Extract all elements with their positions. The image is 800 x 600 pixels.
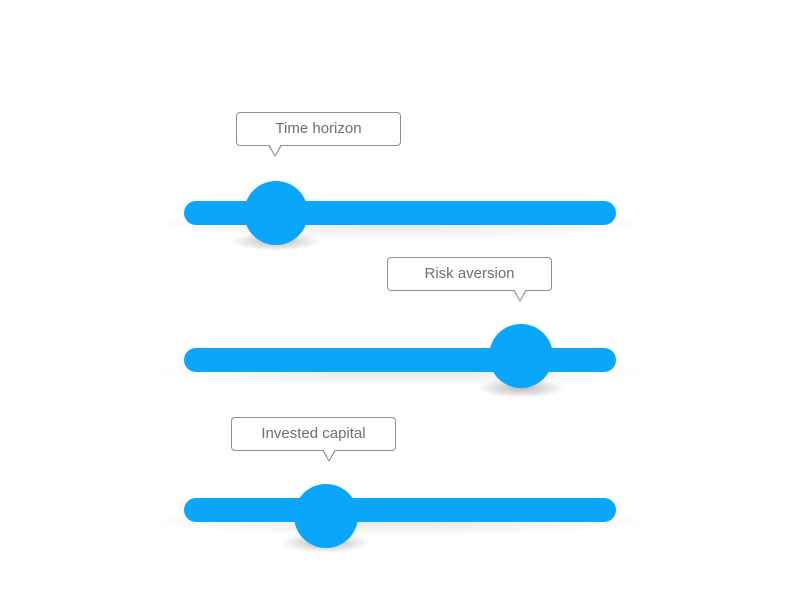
tooltip-pointer <box>513 289 527 302</box>
tooltip-label: Invested capital <box>261 425 366 442</box>
slider-risk-aversion[interactable] <box>144 324 656 398</box>
slider-handle[interactable] <box>294 484 358 548</box>
slider-handle[interactable] <box>489 324 553 388</box>
slider-track[interactable] <box>184 498 616 522</box>
slider-invested-capital[interactable] <box>144 484 656 553</box>
tooltip-pointer <box>322 449 336 462</box>
slider-time-horizon[interactable] <box>144 181 656 251</box>
tooltip-pointer <box>268 144 282 157</box>
tooltip-time-horizon: Time horizon <box>236 112 401 157</box>
tooltip-invested-capital: Invested capital <box>231 417 396 462</box>
tooltip-label: Time horizon <box>275 120 362 137</box>
tooltip-label: Risk aversion <box>424 265 515 282</box>
tooltip-risk-aversion: Risk aversion <box>387 257 552 302</box>
slider-handle[interactable] <box>244 181 308 245</box>
